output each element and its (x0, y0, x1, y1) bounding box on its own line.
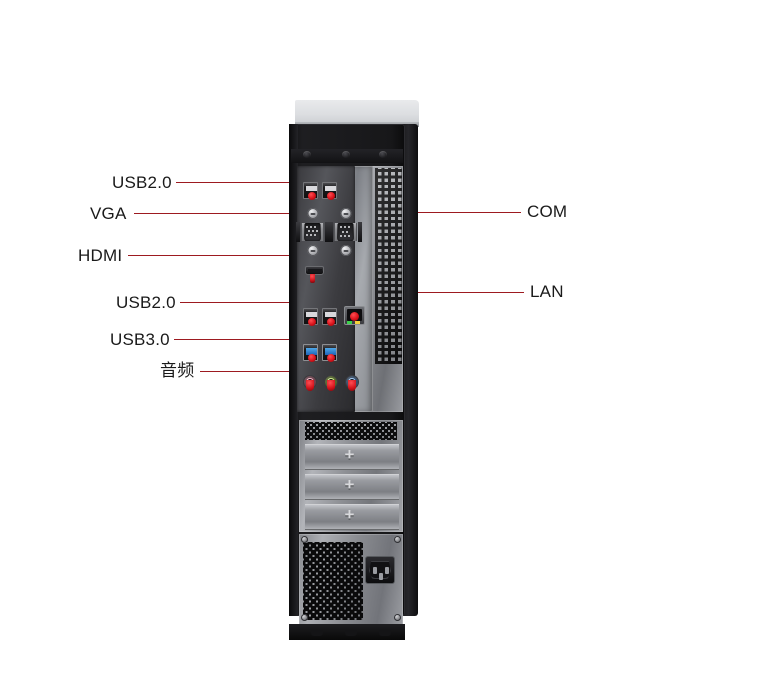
lan-marker (350, 312, 359, 321)
leader-usb3 (174, 339, 315, 340)
jack-marker (327, 380, 335, 391)
power-inlet-cavity (369, 561, 391, 579)
leader-vga (134, 213, 318, 214)
port-lan[interactable] (344, 306, 365, 325)
case-right-side-panel (402, 124, 418, 616)
port-usb3-1[interactable] (303, 344, 318, 362)
expansion-slot-2[interactable] (305, 474, 399, 500)
power-inlet-pin (385, 567, 389, 574)
vga-screw-bottom (307, 245, 318, 256)
vga-slot (304, 223, 321, 241)
case-top-lid (295, 100, 419, 127)
expansion-slot-1[interactable] (305, 444, 399, 470)
vga-screw-top (307, 208, 318, 219)
power-inlet-pin (373, 567, 377, 574)
psu-vent-holes (303, 542, 363, 620)
expansion-slot-3[interactable] (305, 504, 399, 530)
vga-pins (306, 226, 319, 238)
leader-hdmi (128, 255, 317, 256)
label-hdmi: HDMI (78, 246, 123, 265)
power-inlet-pin-ground (379, 573, 383, 580)
power-inlet-c14[interactable] (365, 556, 395, 584)
psu-screw (394, 536, 401, 543)
io-shield-inner (297, 166, 355, 412)
label-com: COM (527, 202, 568, 221)
com-screw-bottom (340, 245, 351, 256)
case-bottom-foot (289, 624, 405, 640)
ventilation-grid-sheen (375, 168, 402, 364)
psu-screw (301, 614, 308, 621)
leader-usb2-top (176, 182, 314, 183)
expansion-slot-area (299, 420, 403, 532)
com-pins (339, 226, 352, 238)
label-usb2-top: USB2.0 (112, 173, 172, 192)
com-wing-left (329, 222, 333, 242)
label-lan: LAN (530, 282, 564, 301)
foot-notch (311, 630, 323, 636)
leader-lan (347, 292, 524, 293)
lan-led-amber (355, 321, 360, 324)
psu-screw (301, 536, 308, 543)
port-usb3-2[interactable] (322, 344, 337, 362)
hdmi-marker (310, 274, 315, 283)
expansion-slot-3-plus-icon: + (344, 505, 355, 524)
port-com[interactable] (329, 208, 362, 256)
screw-dimple (303, 151, 311, 158)
leader-com (355, 212, 521, 213)
label-usb2-mid: USB2.0 (116, 293, 176, 312)
ventilation-grid (375, 168, 402, 364)
jack-marker (306, 380, 314, 391)
port-usb2-mid-1[interactable] (303, 308, 318, 326)
screw-dimple (342, 151, 350, 158)
screw-dimple (379, 151, 387, 158)
port-usb2-top-2[interactable] (322, 182, 337, 200)
audio-jack-line-out[interactable] (325, 376, 337, 391)
port-vga[interactable] (296, 208, 329, 256)
com-screw-top (340, 208, 351, 219)
com-wing-right (358, 222, 362, 242)
power-supply-panel (299, 534, 403, 626)
audio-jack-mic[interactable] (304, 376, 316, 391)
slot-vent-honeycomb (305, 422, 397, 440)
vga-wing-left (296, 222, 300, 242)
audio-jack-line-in[interactable] (346, 376, 358, 391)
foot-notch (379, 630, 391, 636)
case-left-edge (289, 124, 298, 616)
leader-audio (200, 371, 323, 372)
vga-wing-right (325, 222, 329, 242)
port-usb2-top-1[interactable] (303, 182, 318, 200)
computer-case-rear: + + (289, 100, 419, 640)
label-audio: 音频 (160, 361, 195, 380)
lan-led-green (347, 321, 352, 324)
jack-marker (348, 380, 356, 391)
expansion-slot-2-plus-icon: + (344, 475, 355, 494)
leader-usb2-mid (180, 302, 321, 303)
port-hdmi[interactable] (305, 266, 324, 283)
label-usb3: USB3.0 (110, 330, 170, 349)
foot-notch (345, 630, 357, 636)
port-usb2-mid-2[interactable] (322, 308, 337, 326)
expansion-slot-1-plus-icon: + (344, 445, 355, 464)
case-rear-face: + + (289, 124, 405, 640)
psu-screw (394, 614, 401, 621)
label-vga: VGA (90, 204, 127, 223)
